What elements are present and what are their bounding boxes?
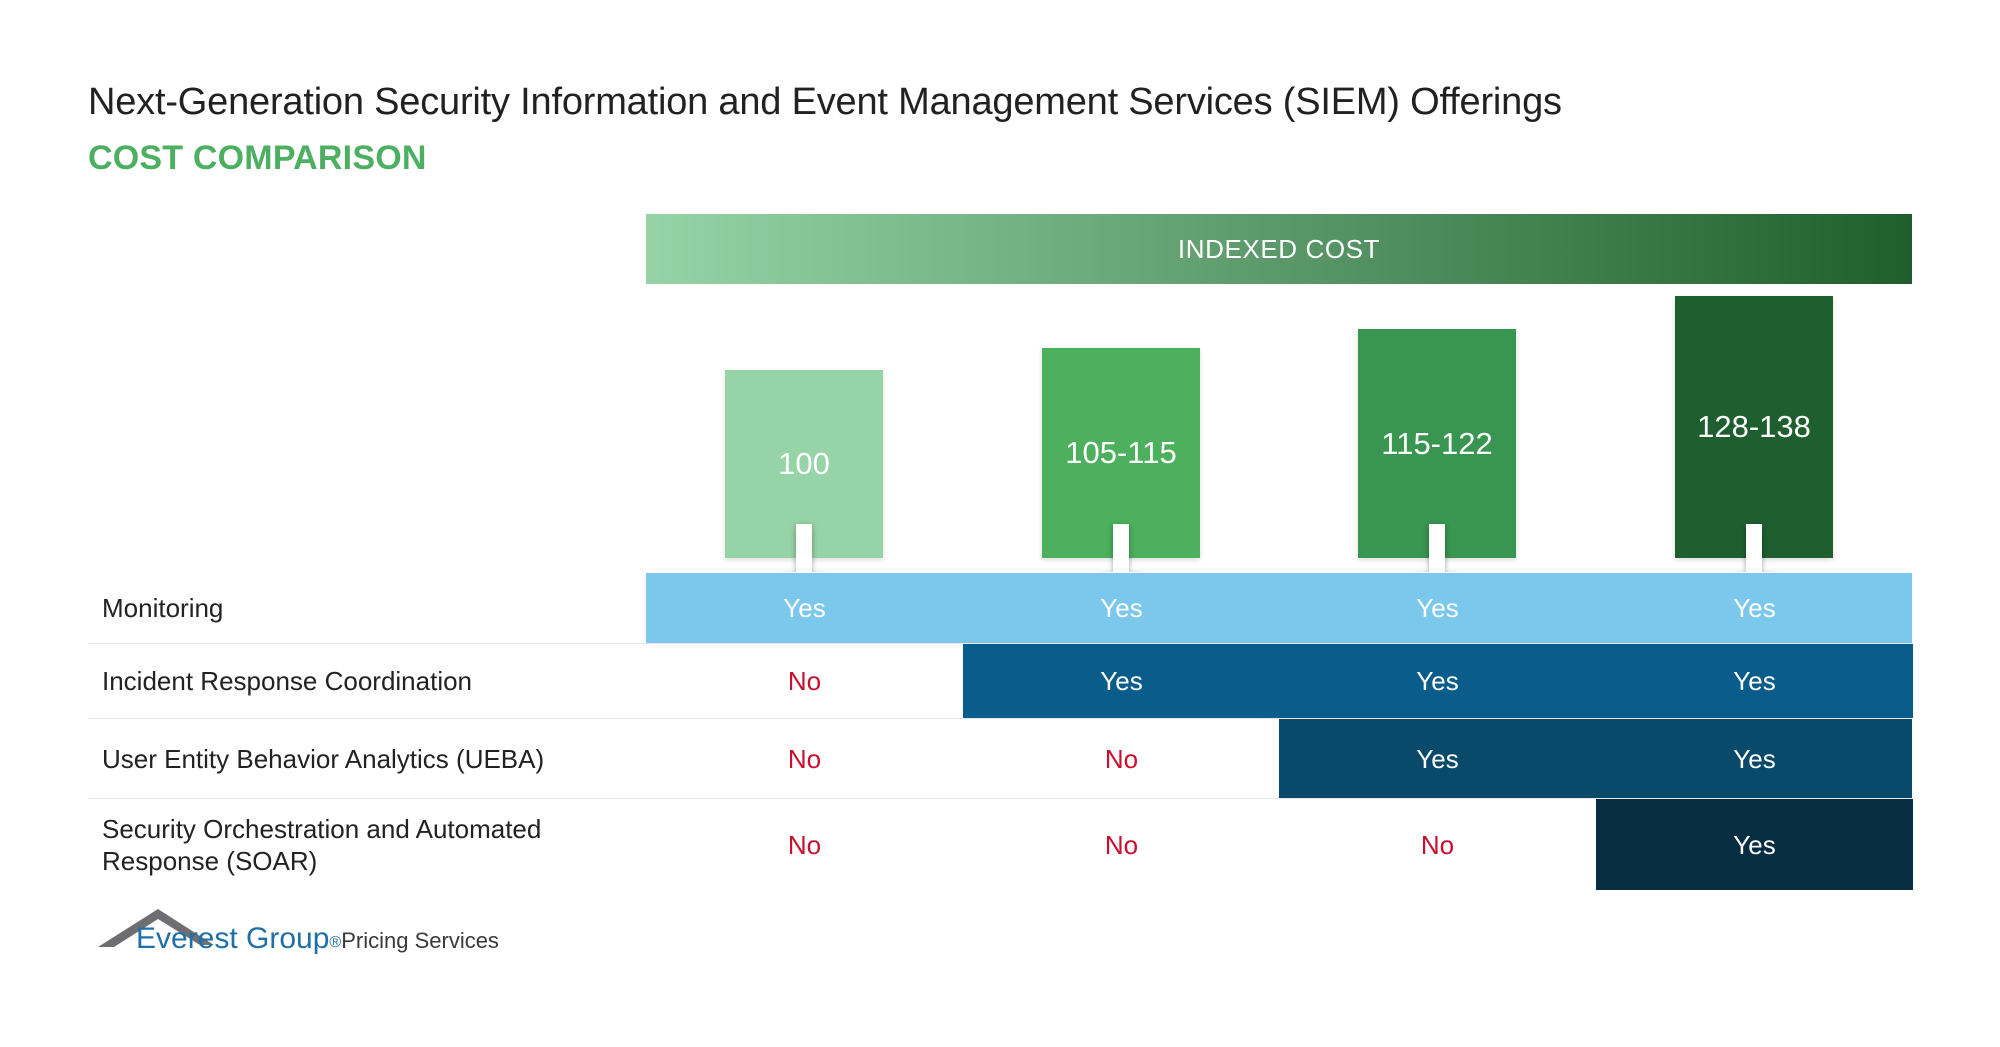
row-coverage-fill (963, 644, 1913, 718)
table-cell-yes: Yes (1733, 743, 1776, 774)
page-subtitle: COST COMPARISON (88, 139, 427, 177)
logo-tagline: Pricing Services (341, 928, 499, 953)
table-row: Incident Response Coordination No Yes Yes Ye… (88, 643, 1913, 718)
table-cell-no: No (1104, 743, 1139, 774)
page-title: Next-Generation Security Information and… (88, 81, 1562, 123)
indexed-cost-label: INDEXED COST (1177, 233, 1381, 264)
table-row: Monitoring Yes Yes Yes Yes (88, 573, 1912, 643)
mountain-chevron-icon (98, 909, 214, 947)
cost-bar: 115-122 (1358, 329, 1516, 558)
row-label: Monitoring (102, 593, 224, 623)
table-cell-no: No (1420, 829, 1455, 860)
logo-name: Everest Group (136, 922, 330, 955)
cost-bar-value: 105-115 (1065, 435, 1177, 470)
cost-bar: 128-138 (1675, 296, 1833, 558)
table-cell-yes: Yes (1416, 743, 1459, 774)
row-coverage-fill (1279, 719, 1912, 798)
indexed-cost-band: INDEXED COST (646, 214, 1912, 284)
cost-bar-value: 100 (778, 446, 830, 481)
table-cell-yes: Yes (1733, 666, 1776, 696)
table-cell-yes: Yes (1416, 593, 1459, 623)
everest-group-logo: Everest Group®Pricing Services (96, 905, 499, 961)
row-label: Incident Response Coordination (102, 666, 473, 696)
logo-wordmark: Everest Group®Pricing Services (136, 922, 499, 956)
table-cell-no: No (787, 829, 822, 860)
row-coverage-fill (646, 573, 1912, 643)
table-cell-yes: Yes (1100, 666, 1143, 696)
table-row: User Entity Behavior Analytics (UEBA) No N… (88, 718, 1912, 798)
cost-bar-value: 128-138 (1697, 409, 1811, 444)
table-cell-no: No (1104, 829, 1139, 860)
table-cell-yes: Yes (1100, 593, 1143, 623)
table-cell-no: No (787, 666, 822, 696)
table-cell-yes: Yes (783, 593, 826, 623)
row-label: User Entity Behavior Analytics (UEBA) (102, 743, 545, 774)
cost-bar: 105-115 (1042, 348, 1200, 558)
table-cell-no: No (787, 743, 822, 774)
table-cell-yes: Yes (1733, 593, 1776, 623)
logo-registered-mark: ® (329, 934, 342, 951)
cost-bar-value: 115-122 (1381, 426, 1493, 461)
row-label: Security Orchestration and Automated Res… (102, 813, 542, 876)
table-cell-yes: Yes (1416, 666, 1459, 696)
table-row: Security Orchestration and Automated Res… (88, 798, 1913, 890)
row-coverage-fill (1596, 799, 1913, 890)
table-cell-yes: Yes (1733, 829, 1776, 860)
